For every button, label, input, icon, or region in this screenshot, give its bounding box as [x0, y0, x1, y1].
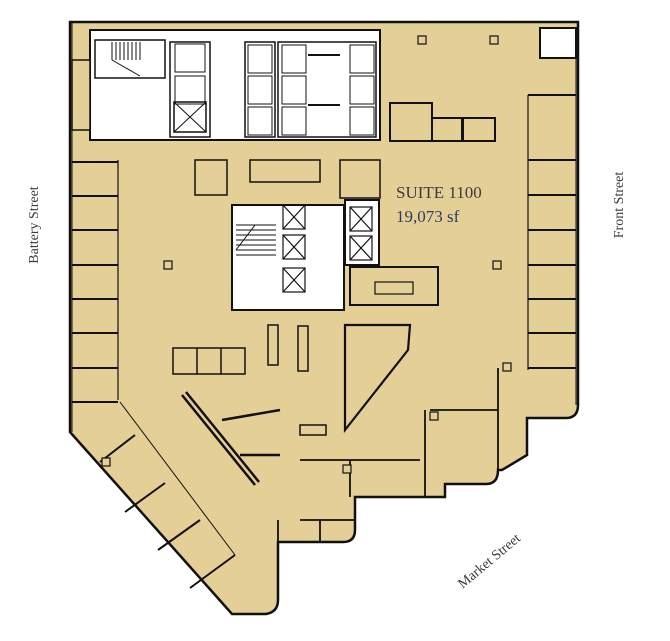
suite-name: SUITE 1100 [396, 183, 482, 202]
suite-label: SUITE 1100 19,073 sf [396, 182, 482, 228]
suite-area: 19,073 sf [396, 207, 460, 226]
central-core [194, 159, 439, 311]
top-right-room [539, 27, 577, 59]
elevator-icon [282, 204, 373, 293]
right-offices [527, 94, 576, 370]
street-label-battery: Battery Street [27, 186, 42, 264]
stair-icon [235, 224, 276, 256]
left-offices [72, 160, 119, 403]
building-core-top [89, 29, 381, 141]
columns [101, 35, 512, 474]
suite-area-fill [68, 20, 580, 616]
street-label-front: Front Street [612, 171, 627, 239]
